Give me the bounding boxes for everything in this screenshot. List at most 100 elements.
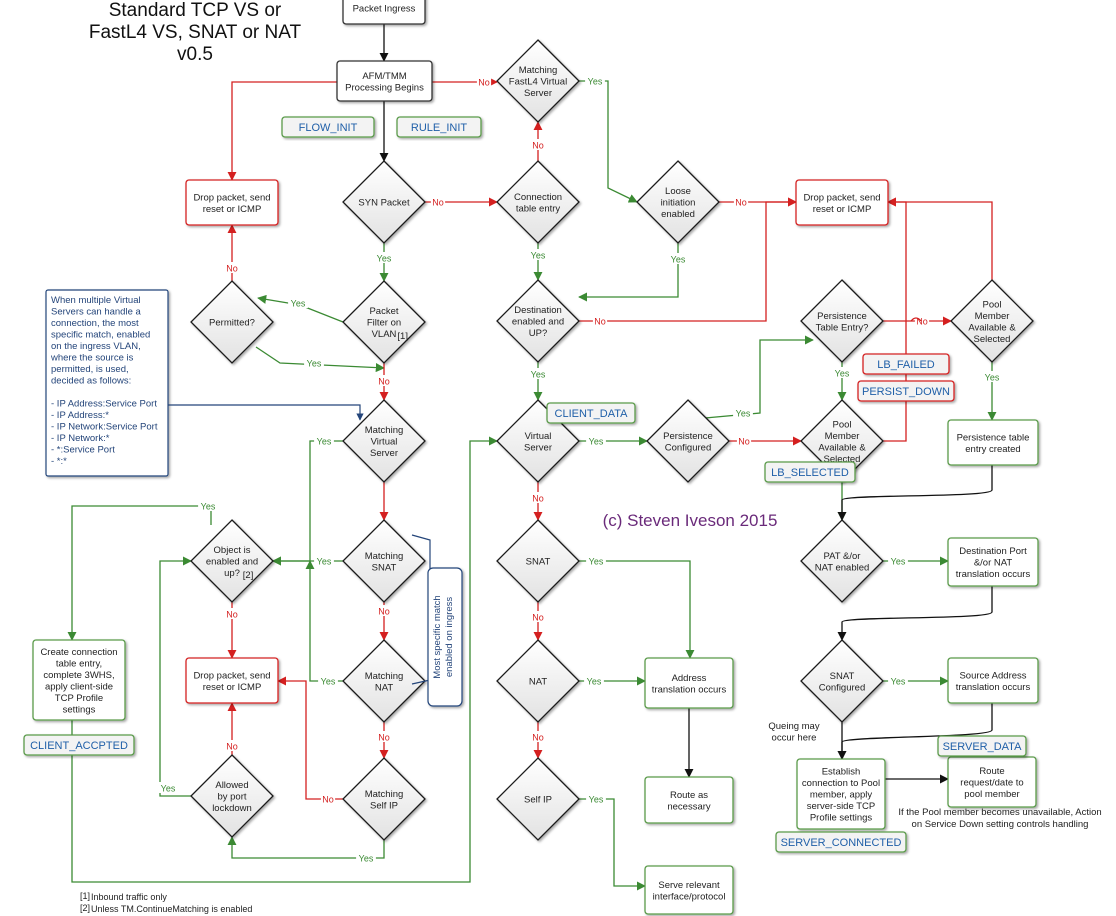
label-bg — [888, 555, 908, 566]
node-text: apply client-side — [45, 681, 113, 692]
node-text: NAT — [529, 677, 547, 688]
no-label: No — [378, 377, 390, 387]
node-text: Member — [825, 431, 860, 442]
process-box — [796, 758, 886, 830]
yes-label: Yes — [531, 251, 546, 261]
decision-diamond — [190, 519, 274, 603]
node-text: Create connection — [40, 647, 117, 658]
node-text: Route as — [670, 790, 708, 801]
connector-arrow — [837, 586, 993, 641]
label-bg — [733, 407, 753, 418]
node-text: server-side TCP — [807, 801, 875, 812]
process-box — [947, 756, 1037, 808]
label-bg — [376, 375, 392, 386]
note-frame — [427, 567, 463, 707]
node-text: Permitted? — [209, 318, 255, 329]
label-bg — [733, 196, 749, 207]
node-text: PAT &/or — [824, 551, 861, 562]
no-label: No — [532, 141, 544, 151]
decision-diamond — [342, 519, 426, 603]
node-text: Connection — [514, 192, 562, 203]
node-text: Establish — [822, 767, 861, 778]
node-text: Selected — [824, 454, 861, 465]
connector-arrow — [579, 80, 638, 203]
tag-frame — [23, 734, 135, 756]
node-text: settings — [63, 704, 96, 715]
node-text: Drop packet, send — [193, 670, 270, 681]
label-bg — [314, 555, 334, 566]
node-text: Matching — [519, 65, 558, 76]
decision-diamond — [496, 39, 580, 123]
syn-decision: SYN Packet — [342, 160, 426, 244]
node-text: enabled — [661, 209, 695, 220]
label-bg — [304, 357, 324, 368]
node-text: pool member — [964, 789, 1019, 800]
node-text: SNAT — [372, 562, 397, 573]
line-hop — [910, 317, 922, 322]
node-text: reset or ICMP — [813, 204, 872, 215]
node-text: Persistence table — [957, 432, 1030, 443]
label-bg — [476, 76, 492, 87]
node-text: TCP Profile — [55, 693, 103, 704]
node-text: Self IP — [524, 795, 552, 806]
selfip-decision: Self IP — [496, 757, 580, 841]
tag-label: PERSIST_DOWN — [862, 386, 950, 398]
decision-diamond — [496, 519, 580, 603]
yes-label: Yes — [985, 373, 1000, 383]
connector-arrow — [579, 798, 646, 891]
process-box — [336, 60, 433, 102]
yes-label: Yes — [671, 255, 686, 265]
node-text: Selected — [974, 334, 1011, 345]
connector-arrow — [277, 676, 343, 800]
decision-diamond — [342, 160, 426, 244]
footnote-mark: [1] — [80, 891, 90, 901]
node-text: Table Entry? — [816, 322, 869, 333]
decision-diamond — [190, 280, 274, 364]
tag-label: CLIENT_ACCPTED — [30, 740, 128, 752]
node-text: Self IP — [370, 800, 398, 811]
no-label: No — [594, 317, 606, 327]
decision-diamond — [342, 639, 426, 723]
copyright-text: (c) Steven Iveson 2015 — [603, 511, 778, 530]
label-bg — [914, 315, 930, 326]
process-box — [342, 0, 426, 25]
connector-arrow — [255, 346, 385, 373]
node-text: Persistence — [663, 431, 713, 442]
process-box — [644, 657, 734, 709]
node-text: table entry, — [56, 658, 102, 669]
lb-failed-event-tag: LB_FAILED — [862, 353, 950, 375]
node-text: SYN Packet — [358, 198, 410, 209]
label-bg — [982, 371, 1002, 382]
connector-arrow — [578, 243, 679, 302]
node-text: Allowed — [215, 780, 248, 791]
node-text: Server — [370, 448, 398, 459]
yes-label: Yes — [589, 795, 604, 805]
node-text: Matching — [365, 671, 404, 682]
connector-arrow — [704, 335, 814, 419]
node-text: complete 3WHS, — [43, 670, 114, 681]
yes-label: Yes — [736, 409, 751, 419]
node-text: translation occurs — [956, 682, 1031, 693]
yes-label: Yes — [321, 677, 336, 687]
decision-diamond — [800, 519, 884, 603]
nat-decision: NAT — [496, 639, 580, 723]
label-bg — [530, 139, 546, 150]
footnote-mark: [2] — [80, 903, 90, 913]
process-box — [32, 639, 126, 721]
process-box — [185, 657, 279, 704]
tag-label: SERVER_DATA — [943, 741, 1023, 753]
label-bg — [528, 368, 548, 379]
ingress-box: Packet Ingress — [342, 0, 426, 25]
tag-frame — [775, 831, 907, 853]
